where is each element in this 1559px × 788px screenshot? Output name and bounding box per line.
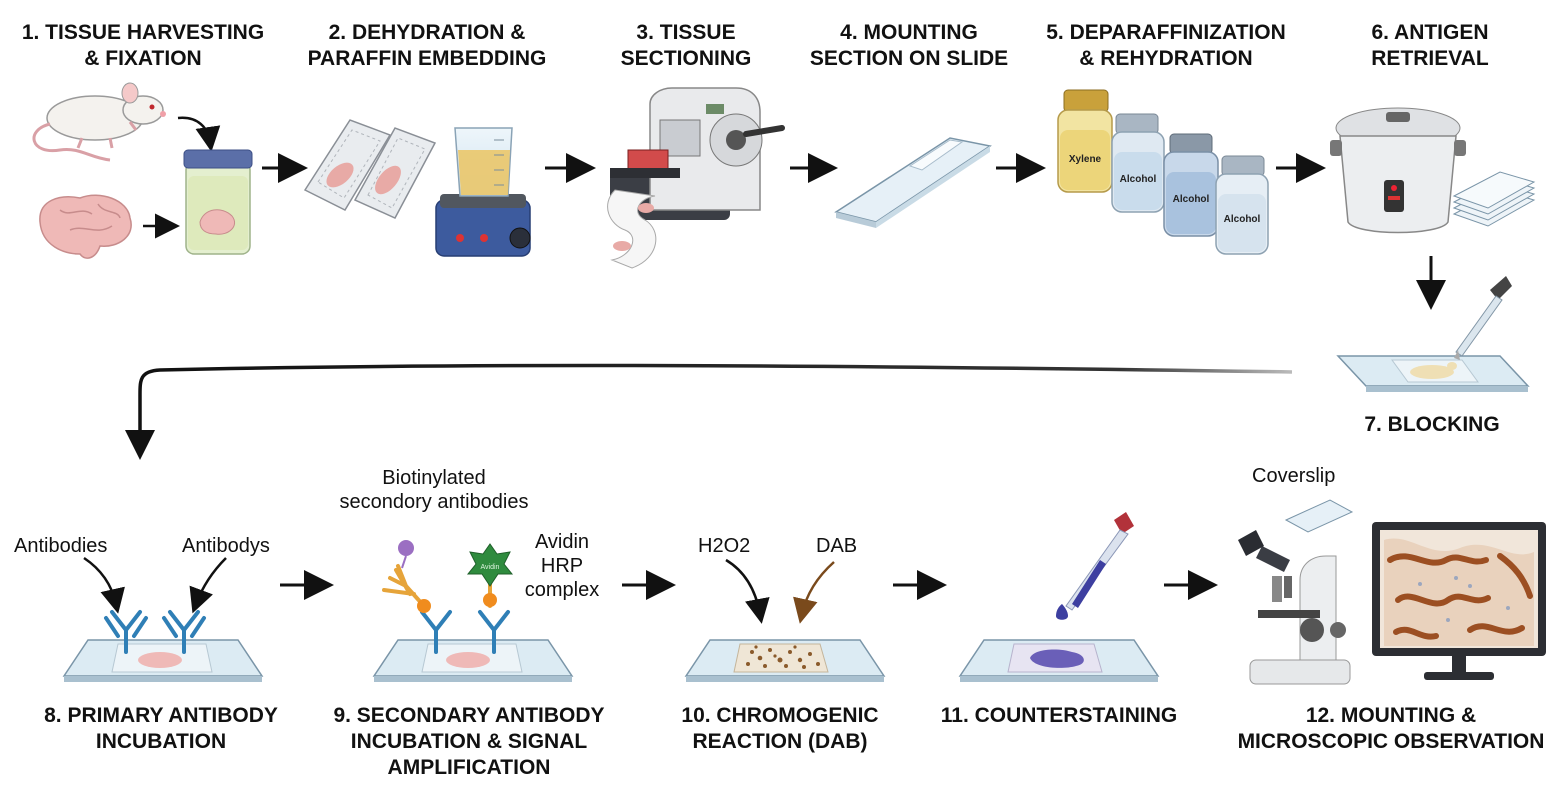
counterstain-slide-icon [958,639,1160,682]
antibodies-left-label: Antibodies [14,535,108,557]
svg-text:Avidin: Avidin [481,564,500,571]
biotinylated-label: Biotinylated secondory antibodies [316,466,552,514]
step-12-title-line1: 12. MOUNTING & [1305,704,1477,727]
step-10-title-line1: 10. CHROMOGENIC [681,704,879,727]
step-12-title-line2: MICROSCOPIC OBSERVATION [1237,730,1545,753]
alcohol-label-1: Alcohol [1120,174,1157,185]
dab-label: DAB [816,535,858,557]
coverslip-label: Coverslip [1252,465,1336,487]
step-9-title-line2: INCUBATION & SIGNAL [350,730,588,753]
xylene-label: Xylene [1069,154,1102,165]
biotinylated-antibody-icon: Avidin [382,540,514,613]
monitor-icon [1372,522,1546,680]
step-7-title-line1: 7. BLOCKING [1364,413,1500,436]
arrow-7-8 [125,363,1293,460]
step-1-title: 1. TISSUE HARVESTING & FIXATION [8,20,278,72]
step-1-title-line2: & FIXATION [84,47,202,70]
secondary-slide-icon [372,610,574,682]
blocking-slide-icon [1336,355,1530,392]
cassette-icon [303,119,437,219]
stain-dropper-icon [1056,512,1134,620]
step-4-title-line2: SECTION ON SLIDE [809,47,1009,70]
step-3-title: 3. TISSUE SECTIONING [586,20,786,72]
step-1-title-line1: 1. TISSUE HARVESTING [21,21,265,44]
microscope-icon [1238,530,1351,685]
step-4-title: 4. MOUNTING SECTION ON SLIDE [796,20,1022,72]
fixation-jar-icon [183,149,253,255]
step-6-title: 6. ANTIGEN RETRIEVAL [1330,20,1530,72]
slide-icon [834,137,992,228]
step-8-title: 8. PRIMARY ANTIBODY INCUBATION [22,703,300,755]
h2o2-label: H2O2 [698,535,751,557]
avidin-label: Avidin HRP complex [512,530,612,602]
biotinylated-label-line1: Biotinylated [382,467,486,489]
step-9-title: 9. SECONDARY ANTIBODY INCUBATION & SIGNA… [318,703,620,781]
step-9-title-line3: AMPLIFICATION [387,756,551,779]
step-6-title-line2: RETRIEVAL [1371,47,1489,70]
step-9-title-line1: 9. SECONDARY ANTIBODY [333,704,605,727]
curved-arrow-h2o2-icon [725,558,770,624]
step-10-title: 10. CHROMOGENIC REACTION (DAB) [664,703,896,755]
avidin-label-line1: Avidin [534,531,590,553]
coverslip-icon [1284,499,1354,533]
step-8-title-line1: 8. PRIMARY ANTIBODY [44,704,278,727]
alcohol-bottle-1-icon: Alcohol [1111,113,1165,213]
step-5-title: 5. DEPARAFFINIZATION & REHYDRATION [1030,20,1302,72]
brain-icon [39,194,132,259]
dab-slide-icon [684,639,886,682]
pressure-cooker-icon [1330,107,1466,234]
microtome-icon [607,87,785,269]
curved-arrow-dab-icon [793,561,835,624]
antibody-icon [104,610,206,654]
biotinylated-label-line2: secondory antibodies [339,491,529,513]
avidin-label-line3: complex [524,579,600,601]
xylene-bottle-icon: Xylene [1057,89,1113,193]
curved-arrow-left-icon [83,556,125,614]
curved-arrow-right-icon [189,557,227,614]
curved-arrow-icon [177,116,221,152]
beaker-hotplate-icon [435,127,531,257]
step-4-title-line1: 4. MOUNTING [840,21,978,44]
step-3-title-line1: 3. TISSUE [636,21,736,44]
step-2-title: 2. DEHYDRATION & PARAFFIN EMBEDDING [292,20,562,72]
step-8-title-line2: INCUBATION [95,730,227,753]
antibodies-right-label: Antibodys [182,535,270,557]
step-12-title: 12. MOUNTING & MICROSCOPIC OBSERVATION [1226,703,1556,755]
step-11-title: 11. COUNTERSTAINING [924,703,1194,729]
step-7-title: 7. BLOCKING [1344,412,1520,438]
alcohol-bottle-2-icon: Alcohol [1163,133,1219,237]
slide-stack-icon [1452,171,1536,227]
alcohol-label-3: Alcohol [1224,214,1261,225]
step-10-title-line2: REACTION (DAB) [692,730,868,753]
step-2-title-line1: 2. DEHYDRATION & [328,21,526,44]
mouse-icon [32,82,166,162]
primary-slide-icon [62,639,264,682]
step-2-title-line2: PARAFFIN EMBEDDING [307,47,547,70]
step-6-title-line1: 6. ANTIGEN [1371,21,1489,44]
step-5-title-line2: & REHYDRATION [1079,47,1253,70]
step-5-title-line1: 5. DEPARAFFINIZATION [1046,21,1286,44]
alcohol-label-2: Alcohol [1173,194,1210,205]
alcohol-bottle-3-icon: Alcohol [1215,155,1269,255]
step-3-title-line2: SECTIONING [620,47,752,70]
avidin-label-line2: HRP [540,555,584,577]
dropper-icon [1447,276,1512,370]
step-11-title-line1: 11. COUNTERSTAINING [940,704,1178,727]
